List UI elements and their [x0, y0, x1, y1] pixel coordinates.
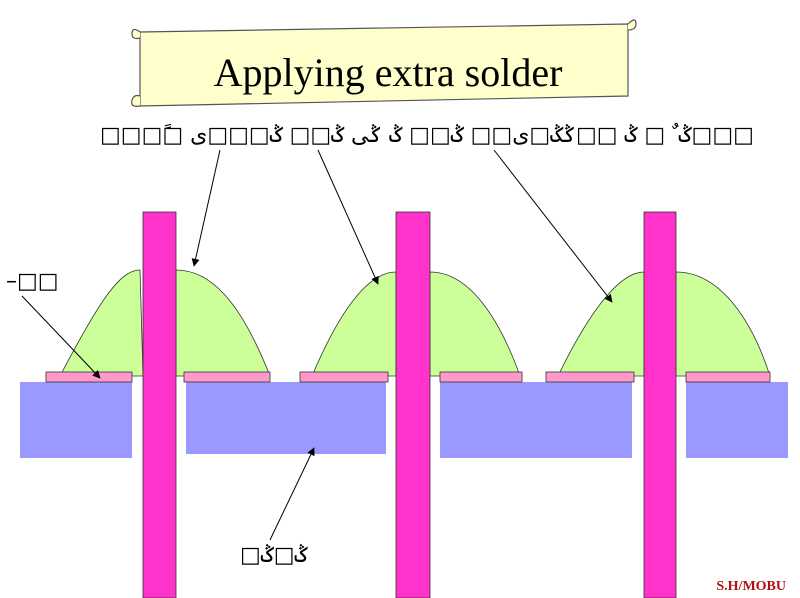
banner-curl-bottom: [131, 94, 141, 107]
circuit-boards: [20, 382, 788, 458]
pin: [395, 211, 431, 598]
solder-fillet: [675, 271, 771, 377]
component-pins: [142, 211, 677, 598]
copper-pads: [45, 371, 771, 383]
solder-fillet: [429, 271, 521, 377]
pad: [183, 371, 271, 383]
board-segment: [440, 382, 632, 458]
banner-body: [139, 23, 629, 107]
solder-fillets: [59, 269, 771, 377]
pin: [142, 211, 177, 598]
arrow-top-1: [191, 149, 221, 267]
solder-fillet: [59, 269, 144, 377]
pad: [299, 371, 389, 383]
banner-curl-left: [131, 28, 141, 40]
credit-text: S.H/MOBU: [716, 579, 786, 594]
pad: [439, 371, 523, 383]
left-label: –□□: [6, 269, 59, 294]
pin: [643, 211, 677, 598]
banner-curl-right: [627, 19, 637, 31]
arrow-top-3: [493, 149, 613, 303]
top-label: □□□□ً ݣ ٌ □ ݣ □□ݣݣ□ی□□ ݣ□□ ݣ ݣی ݣ□□ ݣ□□□…: [100, 123, 754, 148]
arrow-top-2: [317, 149, 379, 285]
title-banner: Applying extra solder: [131, 19, 637, 107]
board-segment: [20, 382, 132, 458]
arrow-left: [21, 295, 101, 379]
callout-arrows: [21, 149, 613, 541]
pad: [45, 371, 133, 383]
board-segment: [186, 382, 386, 454]
solder-fillet: [311, 271, 397, 377]
arrow-bottom: [269, 447, 315, 541]
solder-fillet: [175, 269, 271, 377]
board-segment: [686, 382, 788, 458]
page-title: Applying extra solder: [214, 50, 563, 95]
pad: [545, 371, 635, 383]
bottom-label: □ݣ□ݣ: [240, 543, 308, 568]
pad: [685, 371, 771, 383]
